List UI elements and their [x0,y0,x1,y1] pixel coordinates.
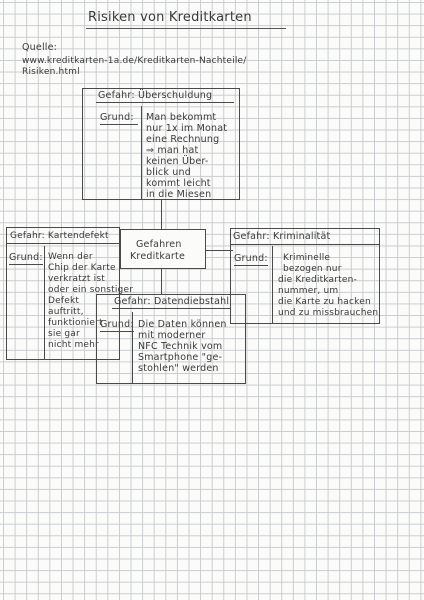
text-kartendefekt-8: sie gar [48,329,80,339]
header-datendiebstahl: Gefahr: Datendiebstahl [114,296,230,307]
grund-divider-kriminalitaet [272,246,273,324]
text-kartendefekt-7: funktioniert [48,318,103,328]
connector-right [205,250,233,251]
grund-label-kriminalitaet: Grund: [234,253,268,264]
header-underline-kriminalitaet [230,244,380,245]
grund-underline-kriminalitaet [234,265,268,266]
text-kartendefekt-4: oder ein sonstiger [48,285,134,295]
grund-divider-kartendefekt [44,246,45,360]
source-line-2: Risiken.html [22,67,80,77]
source-label: Quelle: [22,42,58,53]
header-underline-datendiebstahl [112,308,230,309]
text-ueberschuldung-1: Man bekommt [146,112,217,123]
connector-bottom [161,268,162,294]
title-underline [86,28,286,29]
text-kriminalitaet-4: nummer, um [278,286,339,296]
grund-divider-datendiebstahl [132,312,133,384]
grund-underline-datendiebstahl [100,331,134,332]
box-kartendefekt [6,227,120,360]
text-ueberschuldung-2: nur 1x im Monat [146,123,228,134]
header-underline-ueberschuldung [96,102,234,103]
text-datendiebstahl-3: NFC Technik vom [138,341,223,352]
grund-underline-ueberschuldung [100,124,138,125]
text-kriminalitaet-3: die Kreditkarten- [278,275,357,285]
text-kartendefekt-2: Chip der Karte [48,263,116,273]
text-kriminalitaet-6: und zu missbrauchen [278,308,379,318]
text-kartendefekt-5: Defekt [48,296,80,306]
box-datendiebstahl [96,294,246,384]
center-box [120,229,206,269]
grund-label-datendiebstahl: Grund: [100,319,134,330]
text-datendiebstahl-4: Smartphone "ge- [138,352,223,363]
text-kartendefekt-6: auftritt, [48,307,84,317]
connector-top [161,200,162,230]
text-ueberschuldung-3: eine Rechnung [146,134,220,145]
grund-label-kartendefekt: Grund: [9,252,43,263]
text-kartendefekt-1: Wenn der [48,252,93,262]
page-title: Risiken von Kreditkarten [88,10,252,25]
text-datendiebstahl-1: Die Daten können [138,319,227,330]
text-ueberschuldung-8: in die Miesen [146,189,212,200]
text-ueberschuldung-5: keinen Über- [146,156,209,167]
header-underline-kartendefekt [6,243,120,244]
box-ueberschuldung [82,88,240,200]
grund-divider-ueberschuldung [141,106,142,200]
text-ueberschuldung-6: blick und [146,167,191,178]
text-datendiebstahl-5: stohlen" werden [138,363,219,374]
header-kartendefekt: Gefahr: Kartendefekt [10,231,109,241]
center-line-1: Gefahren [136,239,182,250]
center-line-2: Kreditkarte [130,251,185,262]
grund-label-ueberschuldung: Grund: [100,112,134,123]
header-kriminalitaet: Gefahr: Kriminalität [233,231,331,242]
text-ueberschuldung-7: kommt leicht [146,178,211,189]
header-ueberschuldung: Gefahr: Überschuldung [98,90,213,101]
box-kriminalitaet [230,228,380,324]
text-kartendefekt-3: verkratzt ist [48,274,105,284]
text-ueberschuldung-4: ⇒ man hat [146,145,199,156]
text-datendiebstahl-2: mit moderner [138,330,206,341]
text-kriminalitaet-2: bezogen nur [283,264,342,274]
source-line-1: www.kreditkarten-1a.de/Kreditkarten-Nach… [22,56,247,66]
text-kriminalitaet-1: Kriminelle [283,253,331,263]
text-kartendefekt-9: nicht mehr [48,340,99,350]
text-kriminalitaet-5: die Karte zu hacken [278,297,371,307]
grund-underline-kartendefekt [9,264,43,265]
